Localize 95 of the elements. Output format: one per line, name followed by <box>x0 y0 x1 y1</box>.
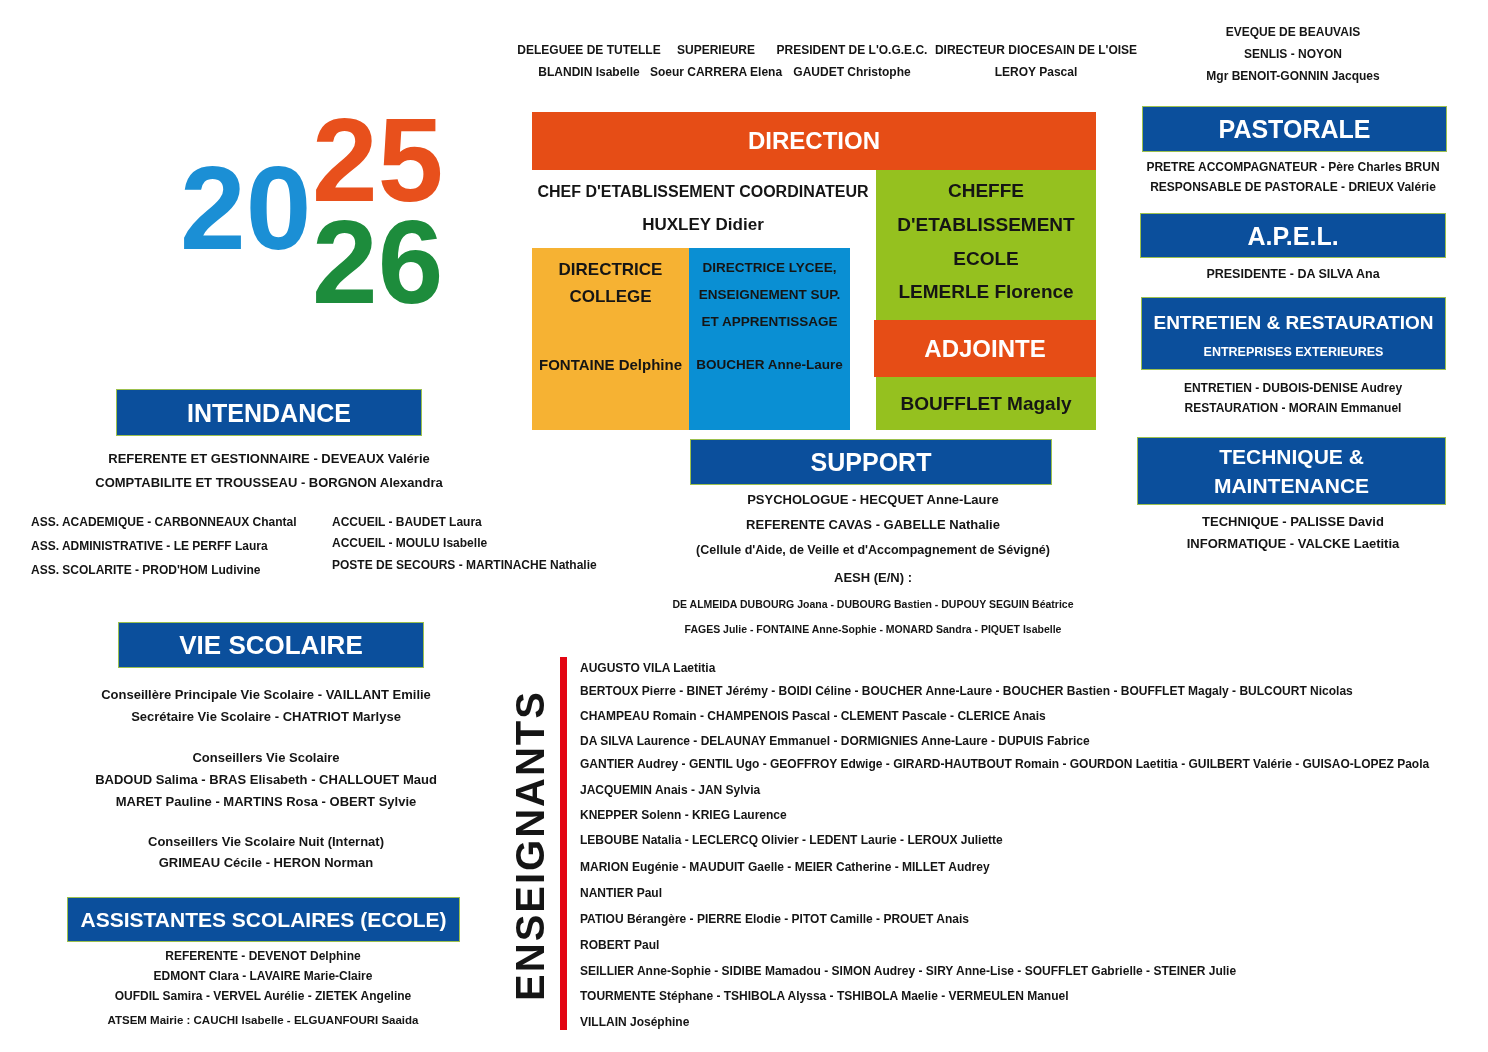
staff-entry: REFERENTE ET GESTIONNAIRE - DEVEAUX Valérie <box>108 450 430 468</box>
staff-entry: Secrétaire Vie Scolaire - CHATRIOT Marlyse <box>131 708 401 726</box>
staff-entry: RESTAURATION - MORAIN Emmanuel <box>1184 400 1402 416</box>
note-text: (Cellule d'Aide, de Veille et d'Accompagnement de Sévigné) <box>696 541 1050 559</box>
name-list: MARET Pauline - MARTINS Rosa - OBERT Sylvie <box>115 793 417 811</box>
section-banner <box>690 439 1052 485</box>
staff-entry: RESPONSABLE DE PASTORALE - DRIEUX Valérie <box>1150 179 1436 195</box>
name-list: LEBOUBE Natalia - LECLERCQ Olivier - LEDENT Laurie - LEROUX Juliette <box>580 832 1003 848</box>
staff-entry: POSTE DE SECOURS - MARTINACHE Nathalie <box>332 557 597 573</box>
year-numeral: 20 <box>180 161 312 255</box>
role-title: DIRECTRICE COLLEGE <box>557 259 664 308</box>
role-title: CHEFFE D'ETABLISSEMENT ECOLE <box>896 179 1076 271</box>
role-box <box>876 377 1096 430</box>
banner-subtitle: ENTREPRISES EXTERIEURES <box>1203 344 1384 360</box>
year-numeral: 26 <box>312 215 444 309</box>
name-list: ATSEM Mairie : CAUCHI Isabelle - ELGUANFOURI Saaida <box>107 1012 419 1028</box>
name-list: PATIOU Bérangère - PIERRE Elodie - PITOT Camille - PROUET Anais <box>580 911 969 927</box>
person-name: HUXLEY Didier <box>642 214 764 236</box>
staff-entry: PRESIDENTE - DA SILVA Ana <box>1206 265 1380 283</box>
person-name: LEROY Pascal <box>994 64 1078 81</box>
name-list: VILLAIN Joséphine <box>580 1014 690 1030</box>
person-name: LEMERLE Florence <box>898 280 1074 304</box>
staff-entry: ASS. ADMINISTRATIVE - LE PERFF Laura <box>31 538 268 554</box>
banner-title: ASSISTANTES SCOLAIRES (ECOLE) <box>80 906 447 933</box>
banner-title: A.P.E.L. <box>1247 220 1339 251</box>
staff-entry: ACCUEIL - BAUDET Laura <box>332 514 482 530</box>
banner-title: VIE SCOLAIRE <box>179 628 363 662</box>
name-list: JACQUEMIN Anais - JAN Sylvia <box>580 782 761 798</box>
person-name: Soeur CARRERA Elena <box>649 64 783 81</box>
staff-entry: ASS. SCOLARITE - PROD'HOM Ludivine <box>31 562 261 578</box>
section-title: ENSEIGNANTS <box>510 690 550 1001</box>
banner-title: INTENDANCE <box>187 397 351 428</box>
name-list: DA SILVA Laurence - DELAUNAY Emmanuel - DORMIGNIES Anne-Laure - DUPUIS Fabrice <box>580 733 1090 749</box>
name-list: DE ALMEIDA DUBOURG Joana - DUBOURG Bastien - DUPOUY SEGUIN Béatrice <box>672 597 1074 611</box>
section-banner <box>1140 213 1446 258</box>
staff-entry: PSYCHOLOGUE - HECQUET Anne-Laure <box>747 491 999 509</box>
name-list: BERTOUX Pierre - BINET Jérémy - BOIDI Céline - BOUCHER Anne-Laure - BOUCHER Bastien - BOUFFLET Magaly - BULCOURT Nicolas <box>580 683 1353 699</box>
person-name: GAUDET Christophe <box>793 64 911 81</box>
name-list: TOURMENTE Stéphane - TSHIBOLA Alyssa - TSHIBOLA Maelie - VERMEULEN Manuel <box>580 988 1069 1004</box>
staff-entry: INFORMATIQUE - VALCKE Laetitia <box>1186 535 1400 553</box>
person-name: FONTAINE Delphine <box>538 355 683 375</box>
banner-title: PASTORALE <box>1218 113 1371 145</box>
role-title: EVEQUE DE BEAUVAIS SENLIS - NOYON <box>1224 24 1362 63</box>
section-banner <box>874 320 1096 377</box>
name-list: GANTIER Audrey - GENTIL Ugo - GEOFFROY Edwige - GIRARD-HAUTBOUT Romain - GOURDON Laetitia - GUILBERT Valérie - GUISAO-LOPEZ Paola <box>580 756 1430 772</box>
staff-entry: REFERENTE - DEVENOT Delphine <box>165 948 361 964</box>
section-banner <box>118 622 424 668</box>
role-title: PRESIDENT DE L'O.G.E.C. <box>776 42 928 59</box>
name-list: SEILLIER Anne-Sophie - SIDIBE Mamadou - SIMON Audrey - SIRY Anne-Lise - SOUFFLET Gabrielle - STEINER Julie <box>580 963 1237 979</box>
staff-entry: REFERENTE CAVAS - GABELLE Nathalie <box>746 516 1000 534</box>
staff-entry: Conseillère Principale Vie Scolaire - VAILLANT Emilie <box>101 686 431 704</box>
year-numeral: 25 <box>312 113 444 207</box>
name-list: OUFDIL Samira - VERVEL Aurélie - ZIETEK Angeline <box>114 988 412 1004</box>
role-title: SUPERIEURE <box>677 42 755 59</box>
name-list: EDMONT Clara - LAVAIRE Marie-Claire <box>153 968 373 984</box>
role-title: DIRECTEUR DIOCESAIN DE L'OISE <box>934 42 1138 59</box>
person-name: BLANDIN Isabelle <box>538 64 640 81</box>
group-heading: AESH (E/N) : <box>834 569 912 587</box>
role-box <box>532 248 689 430</box>
name-list: KNEPPER Solenn - KRIEG Laurence <box>580 807 787 823</box>
section-banner <box>116 389 422 436</box>
section-banner <box>1137 437 1446 505</box>
staff-entry: TECHNIQUE - PALISSE David <box>1202 513 1384 531</box>
banner-title: ENTRETIEN & RESTAURATION <box>1153 311 1434 335</box>
staff-entry: COMPTABILITE ET TROUSSEAU - BORGNON Alexandra <box>95 474 443 492</box>
banner-title: SUPPORT <box>810 446 932 478</box>
name-list: NANTIER Paul <box>580 885 662 901</box>
role-title: DELEGUEE DE TUTELLE <box>517 42 661 59</box>
banner-title: TECHNIQUE & MAINTENANCE <box>1212 444 1371 499</box>
person-name: BOUCHER Anne-Laure <box>696 356 843 374</box>
name-list: CHAMPEAU Romain - CHAMPENOIS Pascal - CLEMENT Pascale - CLERICE Anais <box>580 708 1046 724</box>
name-list: BADOUD Salima - BRAS Elisabeth - CHALLOUET Maud <box>95 771 437 789</box>
staff-entry: ASS. ACADEMIQUE - CARBONNEAUX Chantal <box>31 514 297 530</box>
role-box <box>876 170 1096 320</box>
section-banner <box>1142 106 1447 152</box>
section-banner <box>532 112 1096 170</box>
banner-title: ADJOINTE <box>924 333 1046 364</box>
name-list: GRIMEAU Cécile - HERON Norman <box>158 854 374 872</box>
staff-entry: PRETRE ACCOMPAGNATEUR - Père Charles BRUN <box>1146 159 1440 175</box>
section-banner <box>67 897 460 942</box>
name-list: ROBERT Paul <box>580 937 660 953</box>
person-name: BOUFFLET Magaly <box>900 391 1072 416</box>
staff-entry: ACCUEIL - MOULU Isabelle <box>332 535 488 551</box>
group-heading: Conseillers Vie Scolaire Nuit (Internat) <box>148 833 384 851</box>
section-banner <box>1141 297 1446 370</box>
role-title: DIRECTRICE LYCEE, ENSEIGNEMENT SUP. ET APPRENTISSAGE <box>697 259 842 331</box>
name-list: FAGES Julie - FONTAINE Anne-Sophie - MONARD Sandra - PIQUET Isabelle <box>684 622 1062 636</box>
name-list: MARION Eugénie - MAUDUIT Gaelle - MEIER Catherine - MILLET Audrey <box>580 859 990 875</box>
role-box <box>689 248 850 430</box>
staff-entry: ENTRETIEN - DUBOIS-DENISE Audrey <box>1183 380 1403 396</box>
banner-title: DIRECTION <box>748 126 880 156</box>
name-list: AUGUSTO VILA Laetitia <box>580 660 716 676</box>
group-heading: Conseillers Vie Scolaire <box>192 749 340 767</box>
person-name: Mgr BENOIT-GONNIN Jacques <box>1206 68 1380 85</box>
role-title: CHEF D'ETABLISSEMENT COORDINATEUR <box>537 182 869 202</box>
